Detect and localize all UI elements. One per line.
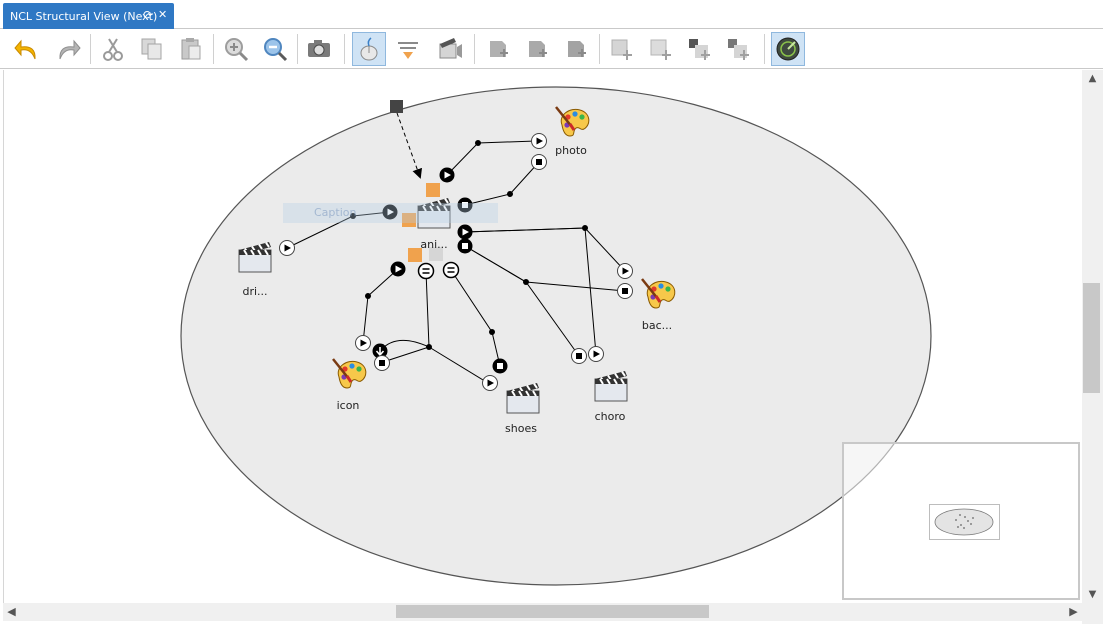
link-icon [398, 42, 418, 59]
paste-icon [181, 38, 201, 60]
restore-icon[interactable]: ⟳ [143, 8, 154, 22]
vertical-scrollbar[interactable]: ▲ ▼ [1082, 70, 1103, 603]
scroll-right-icon[interactable]: ▶ [1069, 605, 1078, 618]
port-mapping-arrow [396, 112, 422, 179]
add-context-button[interactable] [520, 32, 554, 66]
structure-diagram [180, 86, 932, 586]
tab-bar: NCL Structural View (Next) ⟳ ✕ [0, 0, 1103, 29]
ani-area-1[interactable] [426, 183, 440, 197]
add-body-icon [490, 41, 508, 57]
ani-area-3[interactable] [408, 248, 422, 262]
add-area-icon [611, 39, 632, 60]
role-markers[interactable] [279, 133, 633, 391]
node-label-ani: ani... [420, 238, 448, 251]
body-port[interactable] [390, 100, 403, 113]
ani-area-2[interactable] [402, 213, 416, 227]
scissors-icon [103, 38, 123, 61]
mouse-icon [360, 37, 378, 61]
horizontal-scroll-thumb[interactable] [396, 605, 709, 618]
add-property-icon [650, 39, 671, 60]
redo-button[interactable] [51, 32, 85, 66]
media-button[interactable] [433, 32, 467, 66]
context-body[interactable] [180, 86, 932, 586]
minimap-preview [934, 508, 994, 536]
redo-icon [59, 39, 81, 60]
node-label-choro: choro [594, 410, 626, 423]
add-body-button[interactable] [481, 32, 515, 66]
scroll-up-icon[interactable]: ▲ [1088, 73, 1097, 84]
minimap-icon [776, 37, 800, 61]
node-label-dri: dri... [242, 285, 268, 298]
link-mode-button[interactable] [391, 32, 425, 66]
node-label-photo: photo [555, 144, 587, 157]
toolbar [0, 29, 1103, 69]
zoom-out-icon [264, 38, 288, 62]
tab-title: NCL Structural View (Next) [10, 9, 158, 23]
node-label-icon: icon [336, 399, 360, 412]
undo-button[interactable] [10, 32, 44, 66]
snapshot-button[interactable] [302, 32, 336, 66]
copy-icon [141, 38, 162, 60]
node-label-bac: bac... [641, 319, 673, 332]
add-property-button[interactable] [643, 32, 677, 66]
minimap-viewport[interactable] [929, 504, 1000, 540]
add-mapping-button[interactable] [721, 32, 755, 66]
tab-structural-view[interactable]: NCL Structural View (Next) ⟳ ✕ [3, 3, 174, 29]
node-label-shoes: shoes [505, 422, 537, 435]
minimap-toggle-button[interactable] [771, 32, 805, 66]
vertical-scroll-thumb[interactable] [1083, 283, 1100, 393]
add-area-button[interactable] [604, 32, 638, 66]
structural-canvas[interactable]: Caption photo ani... dri... bac... icon … [3, 70, 1082, 603]
camera-icon [308, 40, 330, 57]
minimap[interactable] [842, 442, 1080, 600]
media-icon [439, 38, 462, 59]
undo-icon [14, 39, 36, 60]
scroll-down-icon[interactable]: ▼ [1088, 589, 1097, 600]
horizontal-scrollbar[interactable]: ◀ ▶ [3, 603, 1082, 621]
scroll-corner [1082, 603, 1103, 624]
add-switch-icon [568, 41, 586, 57]
add-port-icon [689, 39, 710, 60]
pointer-mode-button[interactable] [352, 32, 386, 66]
scroll-left-icon[interactable]: ◀ [7, 605, 16, 618]
zoom-out-button[interactable] [258, 32, 292, 66]
add-switch-button[interactable] [559, 32, 593, 66]
zoom-in-icon [225, 38, 249, 62]
add-mapping-icon [728, 39, 749, 60]
zoom-in-button[interactable] [219, 32, 253, 66]
paste-button[interactable] [174, 32, 208, 66]
link-junctions [350, 140, 588, 350]
cut-button[interactable] [96, 32, 130, 66]
add-context-icon [529, 41, 547, 57]
caption-ghost: Caption [283, 203, 498, 223]
copy-button[interactable] [135, 32, 169, 66]
close-icon[interactable]: ✕ [158, 8, 168, 21]
ani-property[interactable] [429, 247, 443, 261]
add-port-button[interactable] [682, 32, 716, 66]
